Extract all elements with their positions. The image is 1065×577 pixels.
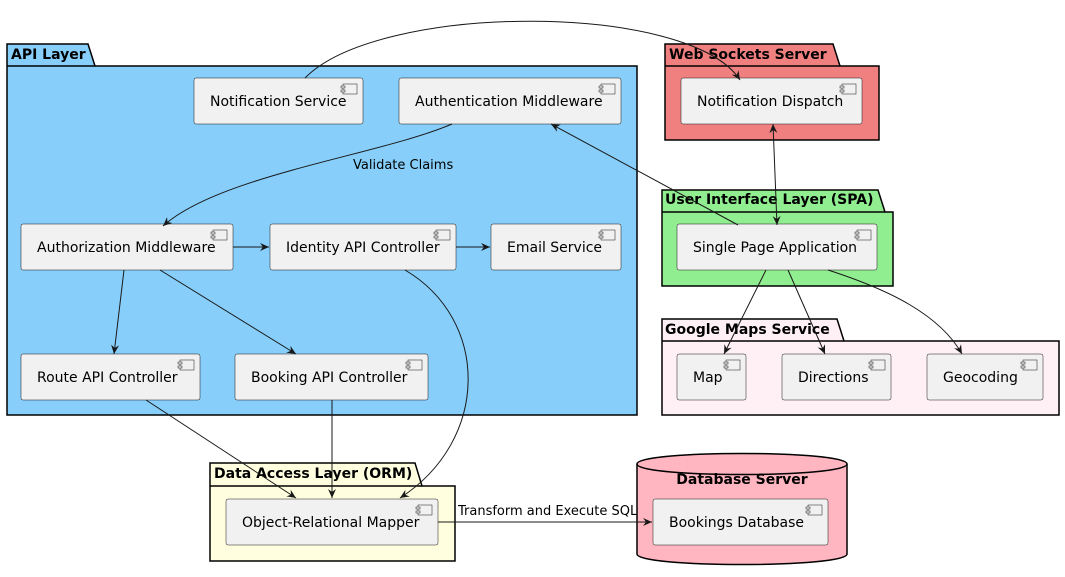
edge-spa-dispatch-bidirectional [769, 123, 781, 226]
component-label: Map [693, 370, 723, 386]
package-api-layer-title: API Layer [11, 47, 86, 63]
component-icon [854, 229, 872, 241]
component-email-service: Email Service [490, 223, 622, 271]
edge-route-to-orm [145, 399, 297, 499]
component-box [652, 498, 829, 546]
edge-spa-to-authentication [550, 123, 739, 226]
component-box [193, 77, 364, 125]
component-icon [723, 359, 741, 371]
component-label: Object-Relational Mapper [242, 515, 420, 531]
component-icon [598, 83, 616, 95]
component-directions: Directions [781, 353, 892, 401]
component-box [20, 353, 201, 401]
edge-authorization-to-booking [159, 269, 297, 355]
component-label: Authentication Middleware [415, 94, 603, 110]
edge-authorization-to-route [111, 269, 125, 355]
package-web-sockets-title: Web Sockets Server [669, 47, 827, 63]
component-icon [210, 229, 228, 241]
component-icon [868, 359, 886, 371]
component-icon [1020, 359, 1038, 371]
component-icon [177, 359, 195, 371]
edge-notification-service-to-dispatch [304, 20, 741, 81]
component-box [398, 77, 622, 125]
component-icon [415, 504, 433, 516]
component-label: Directions [798, 370, 869, 386]
edge-label-validate-claims: Validate Claims [353, 158, 453, 173]
component-notification-dispatch: Notification Dispatch [680, 77, 863, 125]
database-server-title: Database Server [676, 472, 807, 488]
component-route-api-controller: Route API Controller [20, 353, 201, 401]
component-box [490, 223, 622, 271]
component-box [926, 353, 1044, 401]
edge-spa-to-geocoding [827, 269, 963, 355]
component-single-page-application: Single Page Application [676, 223, 878, 271]
component-orm: Object-Relational Mapper [225, 498, 439, 546]
component-label: Identity API Controller [286, 240, 440, 256]
component-geocoding: Geocoding [926, 353, 1044, 401]
component-icon [433, 229, 451, 241]
edge-label-transform-sql: Transform and Execute SQL [457, 504, 638, 519]
component-label: Notification Service [210, 94, 347, 110]
component-label: Booking API Controller [251, 370, 408, 386]
component-authentication-middleware: Authentication Middleware [398, 77, 622, 125]
edge-authentication-to-authorization [162, 123, 453, 227]
component-label: Route API Controller [37, 370, 178, 386]
component-identity-api-controller: Identity API Controller [269, 223, 457, 271]
package-dal-title: Data Access Layer (ORM) [214, 466, 412, 482]
component-icon [405, 359, 423, 371]
edges: Validate Claims Transform and Execute SQ… [111, 20, 963, 526]
component-authorization-middleware: Authorization Middleware [20, 223, 234, 271]
component-notification-service: Notification Service [193, 77, 364, 125]
component-bookings-database: Bookings Database [652, 498, 829, 546]
component-icon [598, 229, 616, 241]
component-label: Geocoding [943, 370, 1018, 386]
edge-spa-to-directions [787, 269, 826, 355]
edge-spa-to-map [723, 269, 767, 355]
component-icon [805, 504, 823, 516]
component-label: Email Service [507, 240, 602, 256]
package-ui-layer-title: User Interface Layer (SPA) [665, 192, 873, 208]
component-label: Authorization Middleware [37, 240, 216, 256]
component-icon [839, 83, 857, 95]
component-label: Bookings Database [669, 515, 804, 531]
package-google-maps-title: Google Maps Service [665, 322, 830, 338]
edge-identity-to-orm [399, 269, 469, 499]
component-map: Map [676, 353, 747, 401]
component-label: Notification Dispatch [697, 94, 843, 110]
component-booking-api-controller: Booking API Controller [234, 353, 429, 401]
component-icon [340, 83, 358, 95]
component-box [781, 353, 892, 401]
component-label: Single Page Application [693, 240, 857, 256]
